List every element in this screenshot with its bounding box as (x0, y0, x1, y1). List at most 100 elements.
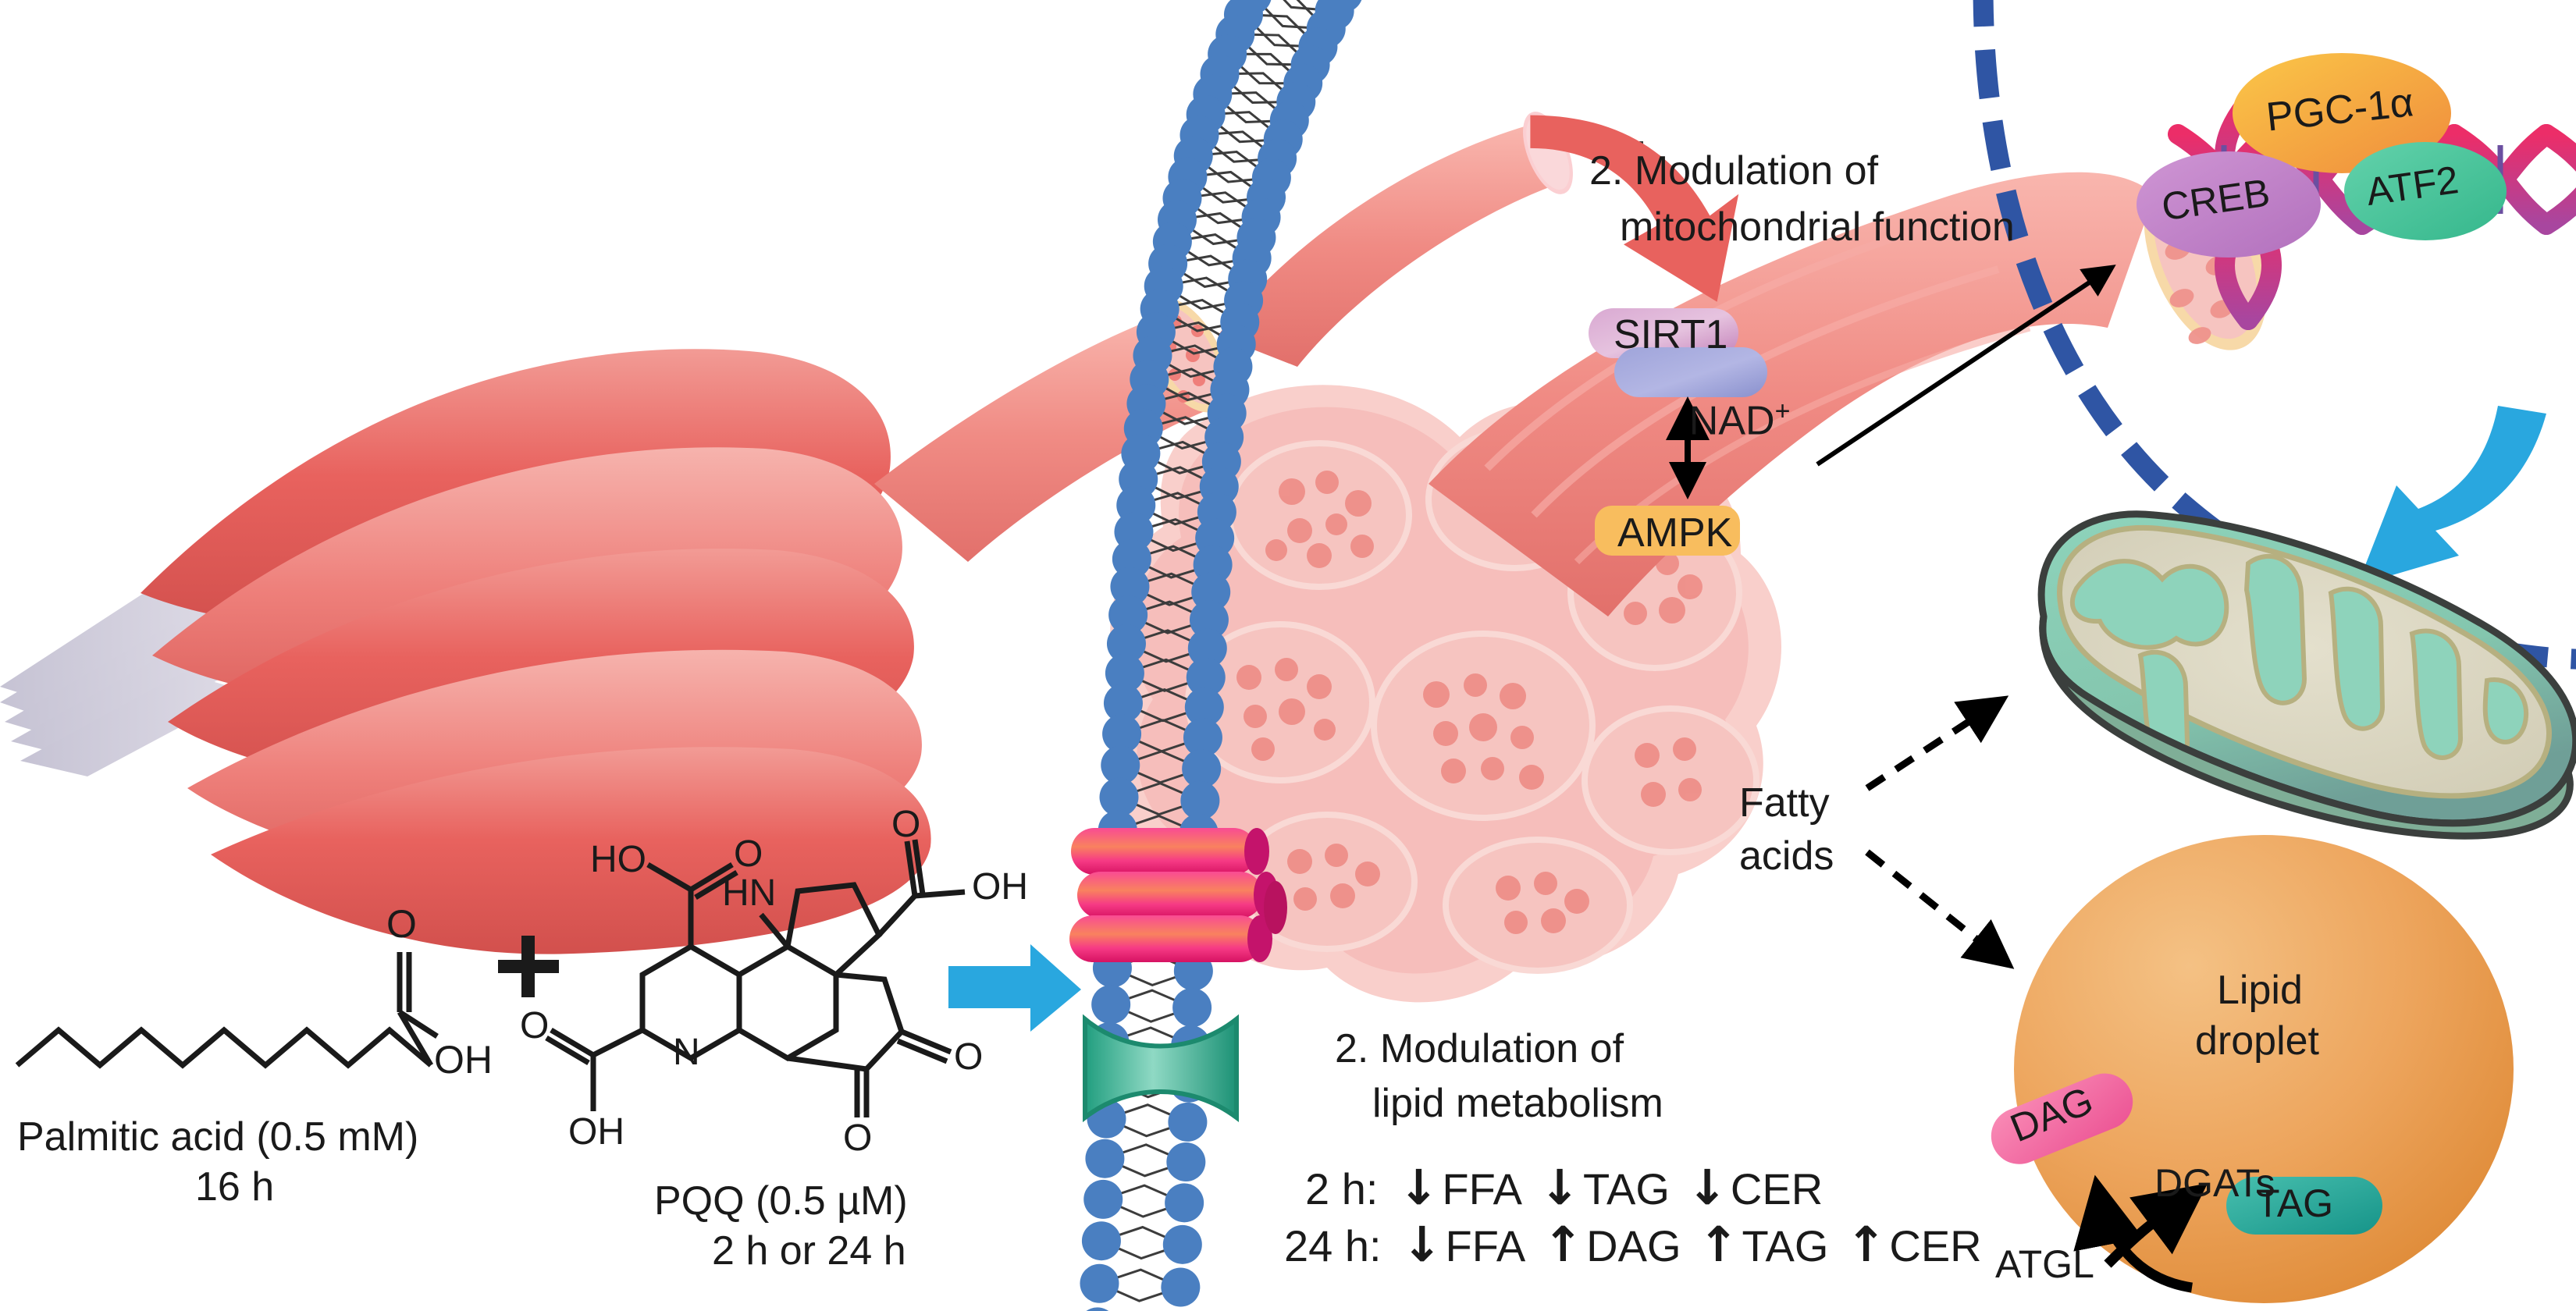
phospholipid-head (1108, 595, 1148, 634)
sirt1-node[interactable] (1589, 308, 1738, 358)
pqq-oh-label-1: OH (972, 866, 1028, 908)
lipid-species-label: CER (1889, 1221, 1982, 1270)
nad-text: NAD (1688, 398, 1775, 444)
phospholipid-head (1182, 749, 1222, 789)
ampk-node[interactable] (1595, 506, 1740, 556)
pqq-caption-line2: 2 h or 24 h (712, 1228, 906, 1274)
phospholipid-head (1162, 1224, 1202, 1264)
lipid-species-label: TAG (1742, 1221, 1829, 1270)
lipid-row: 2 h:↓FFA↓TAG↓CER (1305, 1159, 1840, 1216)
lipid-heading-line2: lipid metabolism (1372, 1081, 1663, 1126)
palmitic-oh-label: OH (434, 1038, 493, 1082)
sirt1-ampk-to-nucleus-arrow (1816, 265, 2116, 467)
phospholipid-head (1165, 1183, 1204, 1223)
tag-label: TAG (2256, 1181, 2334, 1225)
dag-node[interactable] (1983, 1065, 2141, 1173)
palmitic-acid-caption-line2: 16 h (195, 1164, 275, 1210)
lipid-change-item: ↓TAG (1539, 1159, 1670, 1216)
phospholipid-head (1101, 745, 1140, 785)
lipid-change-item: ↓FFA (1398, 1160, 1523, 1215)
sirt1-label: SIRT1 (1614, 312, 1728, 357)
nucleus-to-mitochondria-arrow (2357, 406, 2546, 585)
lipid-row-time: 24 h: (1284, 1221, 1382, 1270)
arrow-up-icon: ↑ (1845, 1216, 1887, 1273)
lipid-species-label: FFA (1445, 1221, 1526, 1270)
pqq-oh-label-2: OH (568, 1111, 624, 1153)
fatty-acids-label-line1: Fatty (1739, 780, 1830, 826)
lipid-heading-line1: 2. Modulation of (1335, 1026, 1624, 1071)
lipid-species-label: TAG (1583, 1164, 1670, 1213)
arrow-down-icon: ↓ (1686, 1159, 1727, 1216)
palmitic-acid-caption-line1: Palmitic acid (0.5 mM) (17, 1114, 419, 1160)
ampk-label: AMPK (1617, 510, 1733, 556)
phospholipid-head (1091, 985, 1131, 1025)
phospholipid-head (1189, 600, 1229, 640)
mitochondrial-heading-line1: 2. Modulation of (1589, 148, 1879, 194)
lipid-change-item: ↓CER (1686, 1159, 1823, 1216)
arrow-down-icon: ↓ (1401, 1216, 1443, 1273)
lipid-droplet-label-line1: Lipid (2217, 968, 2303, 1013)
atf2-node[interactable] (2344, 142, 2507, 240)
mitochondrion (2037, 510, 2576, 840)
lipid-change-item: ↑CER (1845, 1216, 1982, 1273)
lipid-row-time: 2 h: (1305, 1164, 1379, 1213)
plus-sign-icon (498, 936, 559, 997)
mitochondrial-heading-line2: mitochondrial function (1620, 204, 2015, 250)
phospholipid-head (1102, 714, 1142, 754)
pqq-o-label-4: O (843, 1117, 873, 1159)
lipid-change-item: ↑TAG (1698, 1216, 1829, 1273)
arrow-up-icon: ↑ (1698, 1216, 1739, 1273)
phospholipid-head (1110, 567, 1150, 606)
phospholipid-head (1172, 988, 1212, 1028)
phospholipid-head (1184, 687, 1224, 727)
phospholipid-head (1085, 1139, 1125, 1178)
phospholipid-head (1099, 777, 1139, 817)
dgats-label: DGATs (2154, 1161, 2275, 1205)
dna-strand (2536, 187, 2576, 235)
nad-label: NAD+ (1644, 351, 1791, 489)
lipid-species-label: DAG (1586, 1221, 1681, 1270)
pqq-hn-label: HN (722, 872, 777, 914)
arrow-down-icon: ↓ (1539, 1159, 1580, 1216)
nad-node[interactable] (1614, 347, 1767, 397)
phospholipid-head (1168, 1102, 1208, 1142)
arrow-up-icon: ↑ (1542, 1216, 1584, 1273)
pqq-structure (545, 839, 966, 1117)
palmitic-acid-structure (15, 952, 439, 1069)
pqq-o-label-3: O (520, 1005, 550, 1046)
pqq-o-label-1: O (734, 833, 763, 875)
creb-node[interactable] (2137, 151, 2321, 258)
tag-node[interactable] (2226, 1177, 2382, 1235)
phospholipid-head (1112, 539, 1151, 579)
pqq-o-label-5: O (954, 1036, 984, 1078)
phospholipid-head (1186, 658, 1226, 698)
pqq-ho-label: HO (590, 839, 646, 880)
phospholipid-head (1086, 1307, 1109, 1311)
lipid-species-label: CER (1730, 1164, 1823, 1213)
pqq-caption-line1: PQQ (0.5 µM) (654, 1178, 908, 1224)
phospholipid-head (1103, 684, 1143, 723)
fatty-acids-label-line2: acids (1739, 833, 1834, 879)
fatty-acids-to-lipid-droplet-arrow (1865, 849, 2015, 969)
helical-bundle-receptor (1069, 828, 1287, 962)
muscle-belly (141, 349, 931, 954)
pgc1a-node[interactable] (2233, 53, 2451, 173)
atgl-lipolysis-arrow (2073, 1174, 2194, 1293)
lipid-row: 24 h:↓FFA↑DAG↑TAG↑CER (1284, 1216, 1999, 1273)
fatty-acids-to-mitochondria-arrow (1865, 695, 2009, 791)
phospholipid-head (1183, 718, 1222, 758)
phospholipid-head (1083, 1179, 1123, 1219)
atgl-label: ATGL (1995, 1242, 2094, 1286)
pqq-uptake-arrow (948, 944, 1081, 1032)
nad-superscript: + (1774, 396, 1791, 427)
muscle-to-membrane-arrow (1530, 115, 1739, 302)
pqq-n-label: N (673, 1032, 700, 1073)
phospholipid-head (1081, 1221, 1121, 1261)
lipid-change-item: ↑DAG (1542, 1216, 1681, 1273)
lipid-species-label: FFA (1442, 1164, 1523, 1213)
phospholipid-head (1106, 624, 1146, 663)
dna-strand (2536, 124, 2576, 172)
transporter-channel (1083, 1014, 1239, 1123)
